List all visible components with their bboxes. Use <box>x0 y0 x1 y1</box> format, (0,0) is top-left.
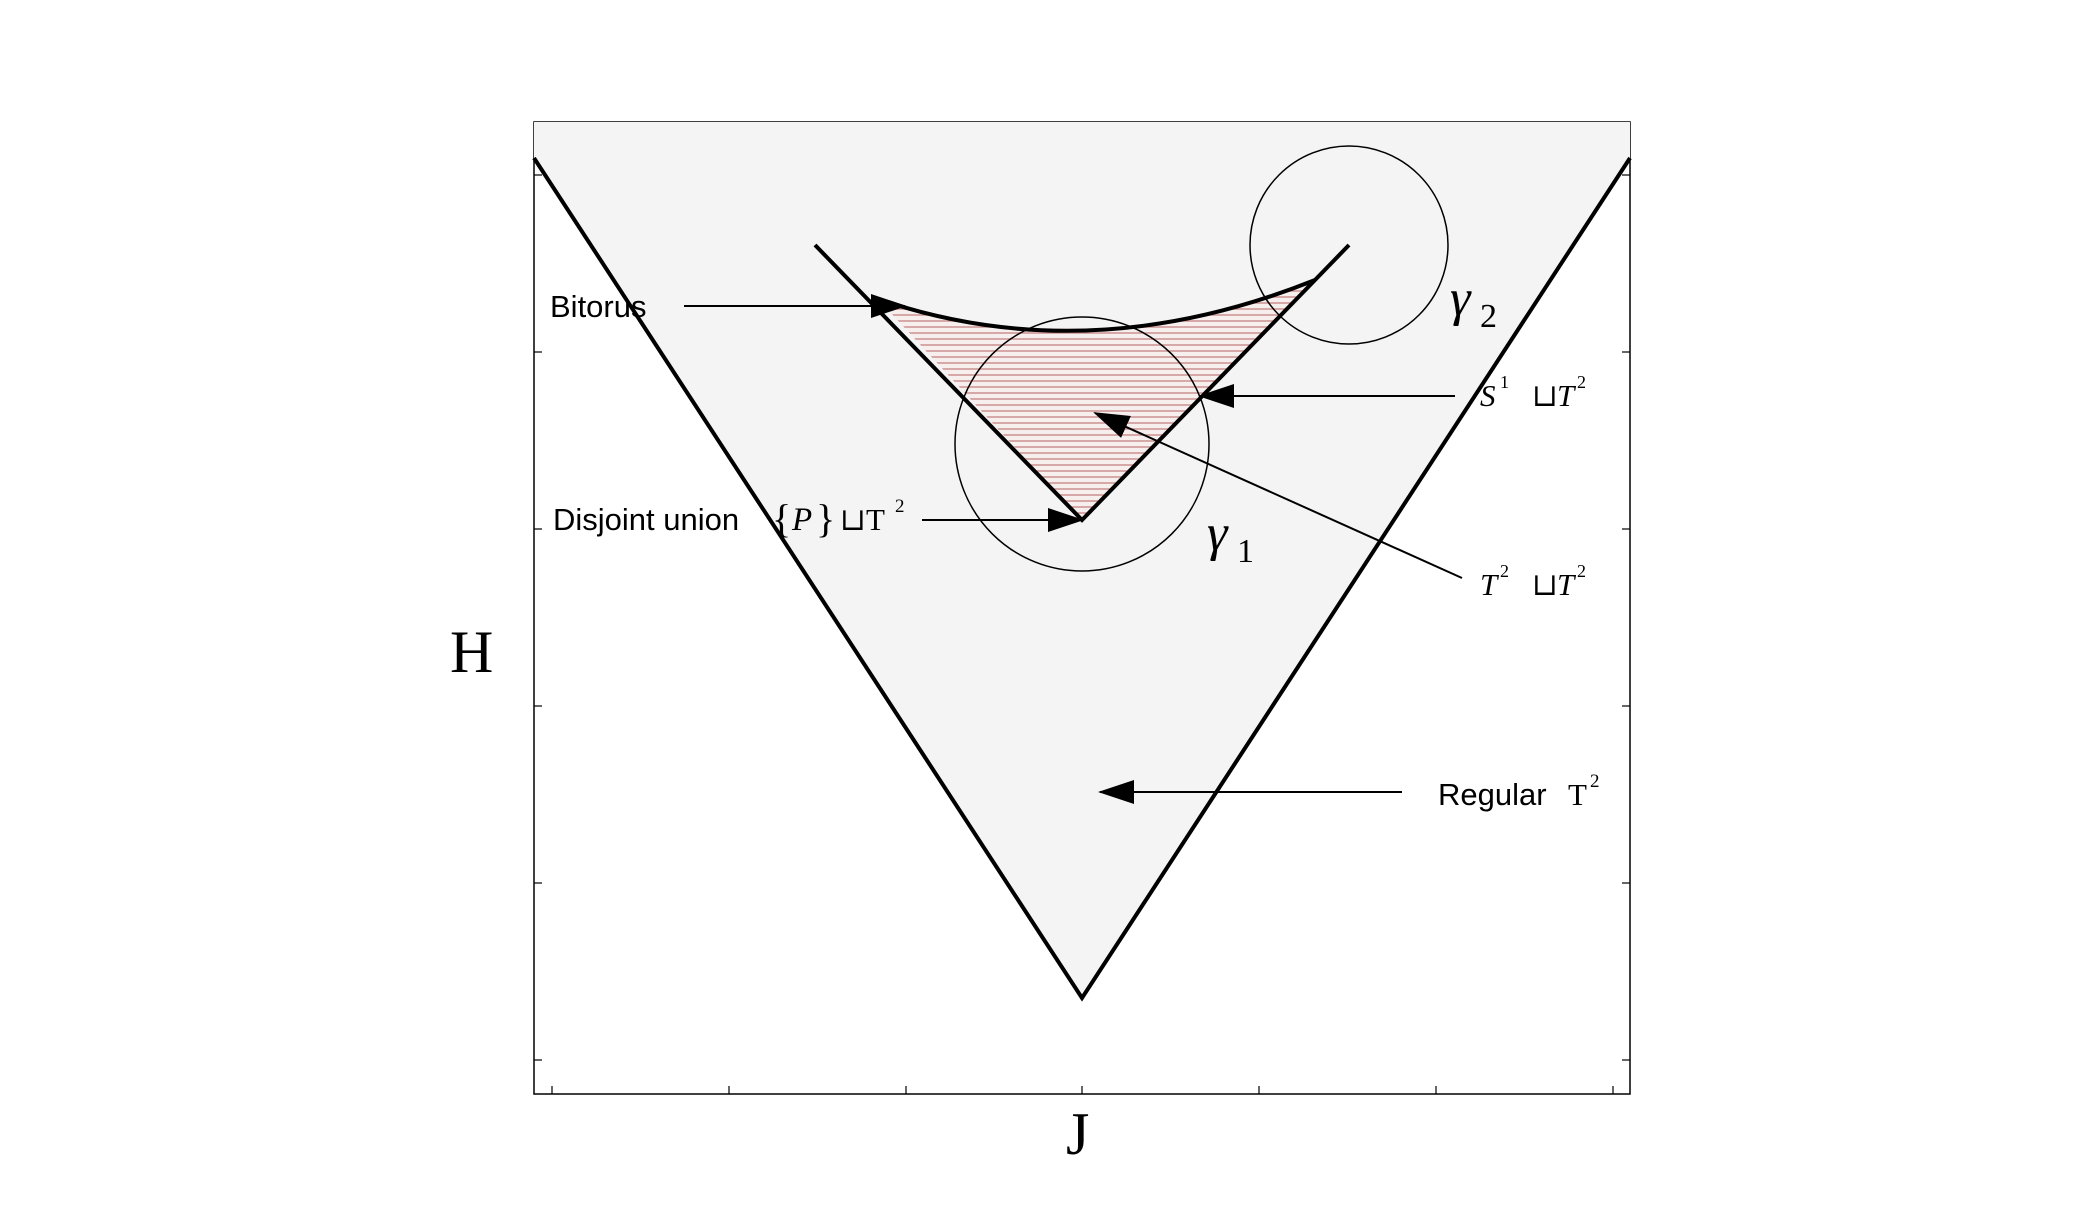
axis-ticks <box>534 174 1630 1094</box>
regular-text: Regular <box>1438 777 1547 812</box>
gamma2-label: γ 2 <box>1450 270 1497 335</box>
disjoint-union-brace-close: } <box>816 496 835 541</box>
t2t2-t2-sup: 2 <box>1577 561 1586 581</box>
s1t2-s: S <box>1480 378 1496 413</box>
t2t2-union: ⊔ <box>1532 567 1558 602</box>
s1t2-t: T <box>1557 378 1577 413</box>
t2t2-label: T 2 ⊔ T 2 <box>1480 561 1586 602</box>
regular-sup: 2 <box>1590 771 1600 792</box>
s1t2-t-sup: 2 <box>1577 372 1586 392</box>
t2t2-t1: T <box>1480 567 1500 602</box>
regular-region <box>534 122 1630 998</box>
disjoint-union-point: P <box>791 502 812 538</box>
outer-boundary-curve <box>532 156 1632 1002</box>
s1t2-label: S 1 ⊔ T 2 <box>1480 372 1586 413</box>
hatched-region <box>878 280 1315 520</box>
y-axis-label: H <box>450 619 493 685</box>
t2t2-t2: T <box>1557 567 1577 602</box>
disjoint-union-brace-open: { <box>772 496 791 541</box>
s1t2-union: ⊔ <box>1532 378 1558 413</box>
disjoint-union-torus: ⊔T <box>840 502 885 537</box>
gamma1-symbol: γ <box>1207 505 1229 562</box>
gamma1-subscript: 1 <box>1237 533 1254 570</box>
regular-label: Regular T 2 <box>1438 771 1600 812</box>
bitorus-curve <box>877 278 1316 333</box>
gamma1-circle <box>954 316 1210 572</box>
bitorus-label: Bitorus <box>550 289 646 324</box>
t2t2-t1-sup: 2 <box>1500 561 1509 581</box>
t2t2-arrow <box>1093 412 1463 579</box>
s1t2-s-sup: 1 <box>1500 372 1509 392</box>
gamma2-circle <box>1249 145 1449 345</box>
gamma2-subscript: 2 <box>1480 298 1497 335</box>
x-axis-label: J <box>1066 1101 1089 1167</box>
disjoint-union-text: Disjoint union <box>553 502 739 537</box>
disjoint-union-label: Disjoint union { P } ⊔T 2 <box>553 496 905 541</box>
gamma1-label: γ 1 <box>1207 505 1254 570</box>
disjoint-union-sup: 2 <box>895 496 905 517</box>
regular-torus: T <box>1568 777 1587 812</box>
gamma2-symbol: γ <box>1450 270 1472 327</box>
